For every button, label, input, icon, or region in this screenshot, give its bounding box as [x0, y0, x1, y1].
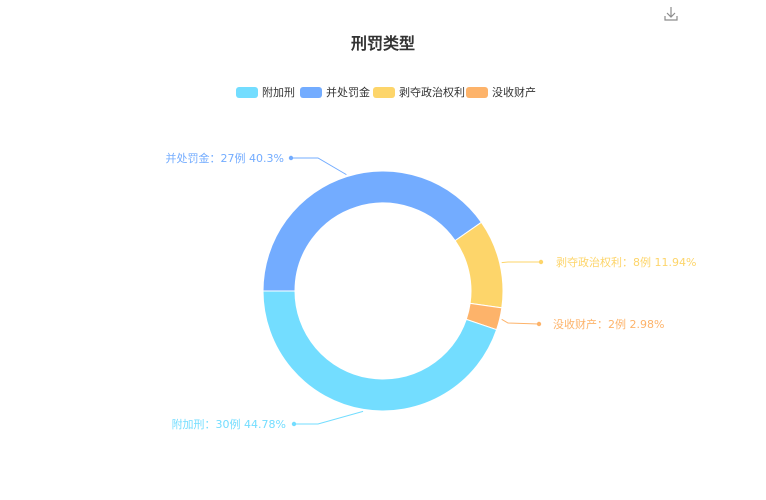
- slice-labels: 并处罚金：27例 40.3% 剥夺政治权利：8例 11.94% 没收财产：2例 2.…: [166, 151, 697, 431]
- legend-swatch: [300, 87, 322, 98]
- leader-dot: [288, 155, 294, 161]
- legend-label: 没收财产: [492, 85, 536, 99]
- donut-slice[interactable]: [262, 290, 498, 412]
- legend-swatch: [236, 87, 258, 98]
- legend-label: 并处罚金: [326, 85, 370, 99]
- donut-slices: [262, 170, 504, 412]
- legend-label: 附加刑: [262, 85, 295, 99]
- leader-line: [501, 261, 541, 264]
- legend-label: 剥夺政治权利: [399, 85, 465, 99]
- leader-dot: [291, 421, 297, 427]
- leader-line: [501, 318, 540, 325]
- leader-lines: [288, 155, 544, 427]
- legend-swatch: [373, 87, 395, 98]
- legend-item[interactable]: 没收财产: [466, 85, 536, 99]
- slice-label: 并处罚金：27例 40.3%: [166, 151, 284, 165]
- slice-label: 没收财产：2例 2.98%: [553, 317, 664, 331]
- slice-label: 剥夺政治权利：8例 11.94%: [556, 255, 696, 269]
- legend-swatch: [466, 87, 488, 98]
- slice-label: 附加刑：30例 44.78%: [172, 417, 286, 431]
- legend-item[interactable]: 并处罚金: [300, 85, 370, 99]
- chart-title: 刑罚类型: [351, 34, 415, 53]
- leader-line: [291, 157, 347, 176]
- leader-dot: [538, 259, 544, 265]
- leader-line: [294, 410, 364, 425]
- download-icon[interactable]: [660, 2, 682, 24]
- legend-item[interactable]: 剥夺政治权利: [373, 85, 465, 99]
- donut-slice[interactable]: [262, 170, 483, 292]
- legend-item[interactable]: 附加刑: [236, 85, 295, 99]
- legend: 附加刑 并处罚金 剥夺政治权利 没收财产: [236, 85, 536, 99]
- donut-slice[interactable]: [454, 221, 504, 309]
- leader-dot: [536, 321, 542, 327]
